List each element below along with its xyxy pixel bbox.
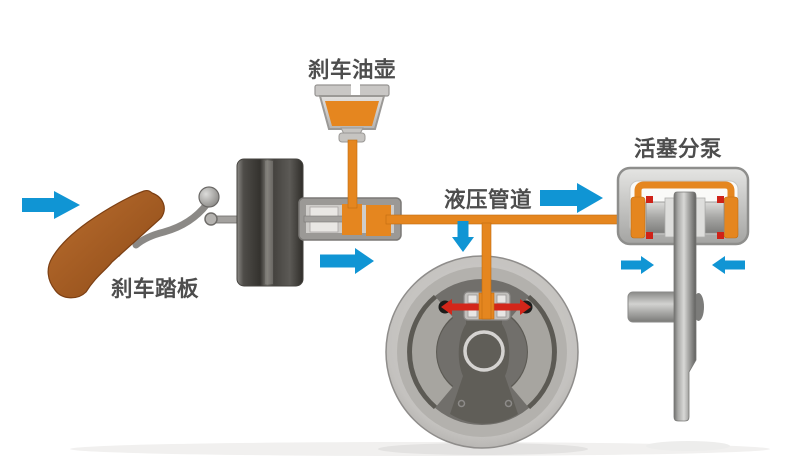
drum-brake [385, 255, 579, 449]
pedal-input-arrow-icon [22, 191, 80, 219]
caliper-clamp-right-arrow-icon [712, 256, 745, 274]
reservoir-down-pipe [347, 139, 358, 209]
pedal-label: 刹车踏板 [111, 276, 199, 301]
piston-seal [646, 232, 653, 239]
wheel-cylinder-bolt [496, 294, 507, 304]
wheel-hub-axle [627, 291, 681, 323]
main-pipe [385, 214, 635, 225]
drum-branch-pipe [481, 222, 492, 320]
piston-seal [717, 196, 724, 203]
caliper-inlet-block-right [723, 196, 739, 239]
brake-pad-left [664, 197, 675, 238]
anchor-screw-right [504, 399, 513, 408]
floor-shadow [70, 441, 770, 456]
caliper-inlet-block-left [630, 196, 646, 239]
wheel-cylinder-bolt [467, 294, 478, 304]
brake-fluid-reservoir [314, 83, 390, 143]
caliper-piston-left [645, 201, 666, 234]
reservoir-fluid [325, 101, 379, 126]
caliper-label: 活塞分泵 [634, 136, 722, 161]
master-cylinder-rod [303, 215, 347, 223]
caliper-crossover-pipe [634, 181, 735, 204]
reservoir-lid-gap [351, 83, 360, 98]
drum-hub [463, 330, 505, 372]
brake-pad-right [695, 197, 706, 238]
master-cylinder-output-arrow-icon [320, 248, 374, 274]
brake-pedal [47, 186, 244, 299]
brake-shoe-right [511, 298, 552, 406]
brake-booster [236, 158, 304, 287]
brake-rotor [673, 191, 697, 422]
piston-seal [717, 232, 724, 239]
lever-joint [204, 212, 218, 226]
disc-brake [616, 166, 750, 422]
master-cylinder [298, 197, 402, 241]
caliper-piston-right [704, 201, 725, 234]
pedal-lever [132, 200, 211, 249]
anchor-screw-left [457, 399, 466, 408]
foot-shape [47, 190, 165, 299]
drum-branch-arrow-icon [452, 221, 474, 252]
reservoir-label: 刹车油壶 [308, 57, 396, 82]
brake-shoe-left [412, 298, 453, 406]
caliper-clamp-left-arrow-icon [621, 256, 654, 274]
pipeline-flow-arrow-icon [540, 183, 603, 213]
piston-seal [646, 196, 653, 203]
lever-ball-pivot [198, 186, 220, 208]
fluid-chamber-inner [342, 204, 362, 235]
pipeline-label: 液压管道 [444, 187, 532, 212]
